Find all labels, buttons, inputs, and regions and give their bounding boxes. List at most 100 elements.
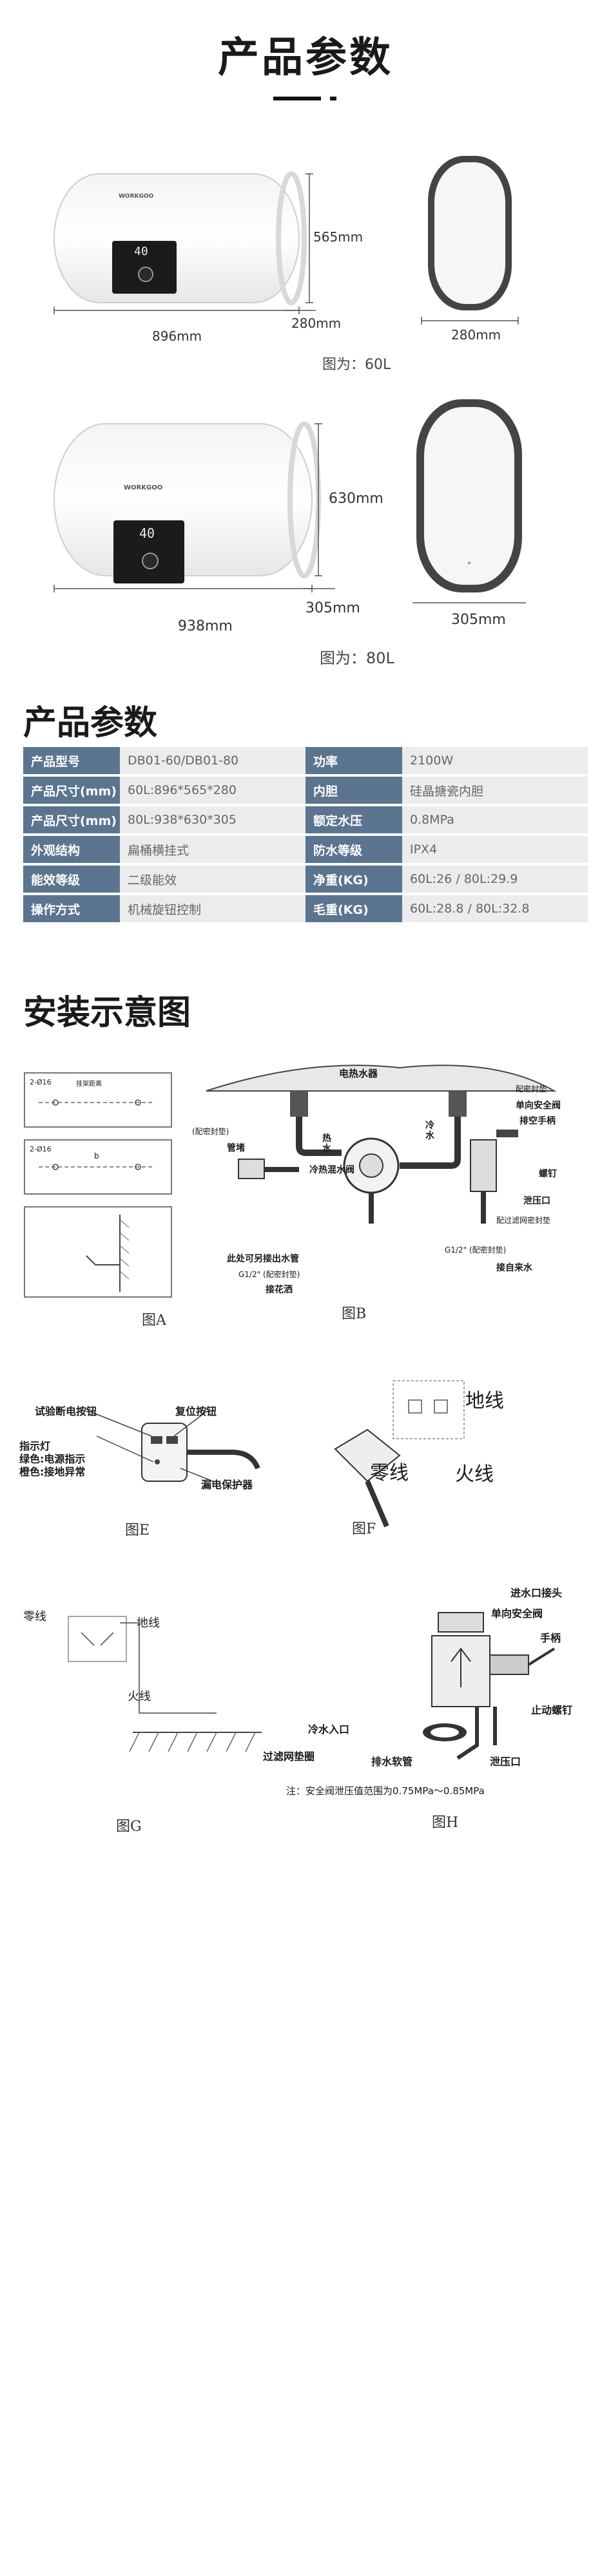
figure-h bbox=[423, 1612, 556, 1760]
spec-value: 60L:26 / 80L:29.9 bbox=[402, 864, 588, 895]
fig-a-caption: 图A bbox=[142, 1312, 166, 1329]
fig-h-drain-hose: 排水软管 bbox=[371, 1756, 413, 1768]
control-panel: 40 bbox=[112, 241, 177, 294]
fig-b-mixer: 冷热混水阀 bbox=[309, 1165, 354, 1175]
side-depth-label: 280mm bbox=[451, 327, 501, 343]
depth-label: 280mm bbox=[291, 316, 342, 331]
spec-key: 产品尺寸(mm) bbox=[23, 805, 120, 836]
side-depth-label: 305mm bbox=[451, 612, 506, 628]
fig-b-screw: 螺钉 bbox=[539, 1169, 557, 1179]
height-label: 565mm bbox=[313, 229, 364, 245]
spec-key: 防水等级 bbox=[306, 835, 402, 866]
figure-a bbox=[24, 1072, 172, 1298]
spec-row: 能效等级二级能效净重(KG)60L:26 / 80L:29.9 bbox=[23, 864, 588, 895]
fig-e-caption: 图E bbox=[125, 1522, 150, 1539]
fig-h-caption: 图H bbox=[432, 1815, 459, 1831]
fig-h-inlet-joint: 进水口接头 bbox=[510, 1587, 563, 1599]
height-label: 630mm bbox=[329, 491, 383, 507]
control-knob[interactable] bbox=[142, 553, 159, 569]
spec-key: 额定水压 bbox=[306, 805, 402, 836]
fig-e-orange: 橙色:接地异常 bbox=[19, 1466, 86, 1478]
spec-value: 0.8MPa bbox=[402, 805, 588, 836]
width-label: 896mm bbox=[152, 328, 202, 344]
fig-b-safety-valve: 单向安全阀 bbox=[516, 1101, 561, 1111]
fig-g-ground: 地线 bbox=[137, 1616, 160, 1630]
display-readout: 40 bbox=[134, 245, 148, 258]
spec-value: DB01-60/DB01-80 bbox=[120, 747, 306, 777]
control-knob[interactable] bbox=[138, 267, 153, 282]
fig-h-stop-screw: 止动螺钉 bbox=[531, 1704, 573, 1716]
fig-h-note: 注：安全阀泄压值范围为0.75MPa～0.85MPa bbox=[286, 1785, 485, 1797]
spec-value: 二级能效 bbox=[120, 864, 306, 895]
depth-label: 305mm bbox=[306, 600, 360, 616]
caption-60l: 图为：60L bbox=[322, 357, 391, 373]
fig-h-filter: 过滤网垫圈 bbox=[263, 1750, 315, 1763]
fig-b-extra-outlet: 此处可另接出水管 bbox=[227, 1254, 299, 1264]
fig-h-relief: 泄压口 bbox=[490, 1756, 521, 1768]
spec-key: 功率 bbox=[306, 747, 402, 777]
fig-b-plug: 管堵 bbox=[227, 1143, 245, 1153]
display-readout: 40 bbox=[139, 526, 155, 541]
spec-value: 80L:938*630*305 bbox=[120, 805, 306, 836]
spec-key: 产品型号 bbox=[23, 747, 120, 777]
control-panel: 40 bbox=[113, 520, 184, 583]
fig-e-test-button: 试验断电按钮 bbox=[35, 1405, 97, 1417]
figure-e bbox=[90, 1411, 260, 1482]
fig-e-green: 绿色:电源指示 bbox=[19, 1453, 86, 1465]
fig-b-thread-right: G1/2" (配密封垫) bbox=[445, 1245, 507, 1255]
fig-e-leak-protector: 漏电保护器 bbox=[201, 1479, 253, 1491]
caption-80l: 图为：80L bbox=[320, 649, 394, 667]
spec-key: 外观结构 bbox=[23, 835, 120, 866]
spec-row: 操作方式机械旋钮控制毛重(KG)60L:28.8 / 80L:32.8 bbox=[23, 894, 588, 925]
fig-a-hole-2: 2-Ø16 bbox=[30, 1145, 52, 1153]
fig-b-filter-seal: 配过滤网密封垫 bbox=[496, 1216, 551, 1225]
heater-80l-side bbox=[412, 399, 526, 603]
dimension-lines-80l bbox=[303, 423, 335, 589]
spec-key: 能效等级 bbox=[23, 864, 120, 895]
figure-g bbox=[68, 1616, 262, 1752]
fig-g-caption: 图G bbox=[116, 1819, 142, 1835]
spec-value: 2100W bbox=[402, 747, 588, 777]
fig-b-thread-left: G1/2" (配密封垫) bbox=[238, 1270, 300, 1279]
fig-e-indicator: 指示灯 bbox=[19, 1440, 51, 1452]
fig-b-drain-handle: 排空手柄 bbox=[519, 1116, 556, 1126]
fig-b-heater-label: 电热水器 bbox=[339, 1068, 378, 1079]
dimension-lines-60l bbox=[53, 173, 316, 314]
fig-h-cold-inlet: 冷水入口 bbox=[308, 1723, 350, 1736]
heater-60l-side bbox=[421, 156, 519, 325]
fig-b-relief: 泄压口 bbox=[523, 1196, 550, 1206]
spec-key: 操作方式 bbox=[23, 894, 120, 925]
fig-e-reset-button: 复位按钮 bbox=[175, 1405, 217, 1417]
spec-value: IPX4 bbox=[402, 835, 588, 866]
fig-f-caption: 图F bbox=[352, 1521, 376, 1537]
fig-b-tap: 接自来水 bbox=[496, 1263, 532, 1273]
spec-key: 毛重(KG) bbox=[306, 894, 402, 925]
fig-f-ground: 地线 bbox=[465, 1390, 504, 1412]
figure-b bbox=[206, 1065, 557, 1224]
fig-f-neutral: 零线 bbox=[370, 1462, 409, 1484]
fig-h-safety-valve: 单向安全阀 bbox=[491, 1607, 543, 1620]
spec-value: 60L:896*565*280 bbox=[120, 775, 306, 806]
fig-f-live: 火线 bbox=[455, 1463, 494, 1486]
fig-b-seal-right: 配密封垫 bbox=[516, 1084, 547, 1094]
page-title: 产品参数 bbox=[218, 34, 393, 82]
spec-value: 机械旋钮控制 bbox=[120, 894, 306, 925]
spec-key: 净重(KG) bbox=[306, 864, 402, 895]
fig-a-hole-1: 2-Ø16 bbox=[30, 1078, 52, 1086]
fig-b-cold: 冷 水 bbox=[425, 1121, 434, 1141]
spec-section-title: 产品参数 bbox=[23, 704, 158, 743]
width-label: 938mm bbox=[178, 618, 233, 634]
install-section-title: 安装示意图 bbox=[23, 994, 191, 1032]
spec-value: 扁桶横挂式 bbox=[120, 835, 306, 866]
brand-logo: WORKGOO bbox=[119, 193, 154, 200]
spec-value: 60L:28.8 / 80L:32.8 bbox=[402, 894, 588, 925]
title-decoration bbox=[273, 97, 338, 100]
fig-b-hot: 热 水 bbox=[322, 1133, 331, 1154]
fig-b-caption: 图B bbox=[342, 1306, 367, 1322]
spec-key: 内胆 bbox=[306, 775, 402, 806]
